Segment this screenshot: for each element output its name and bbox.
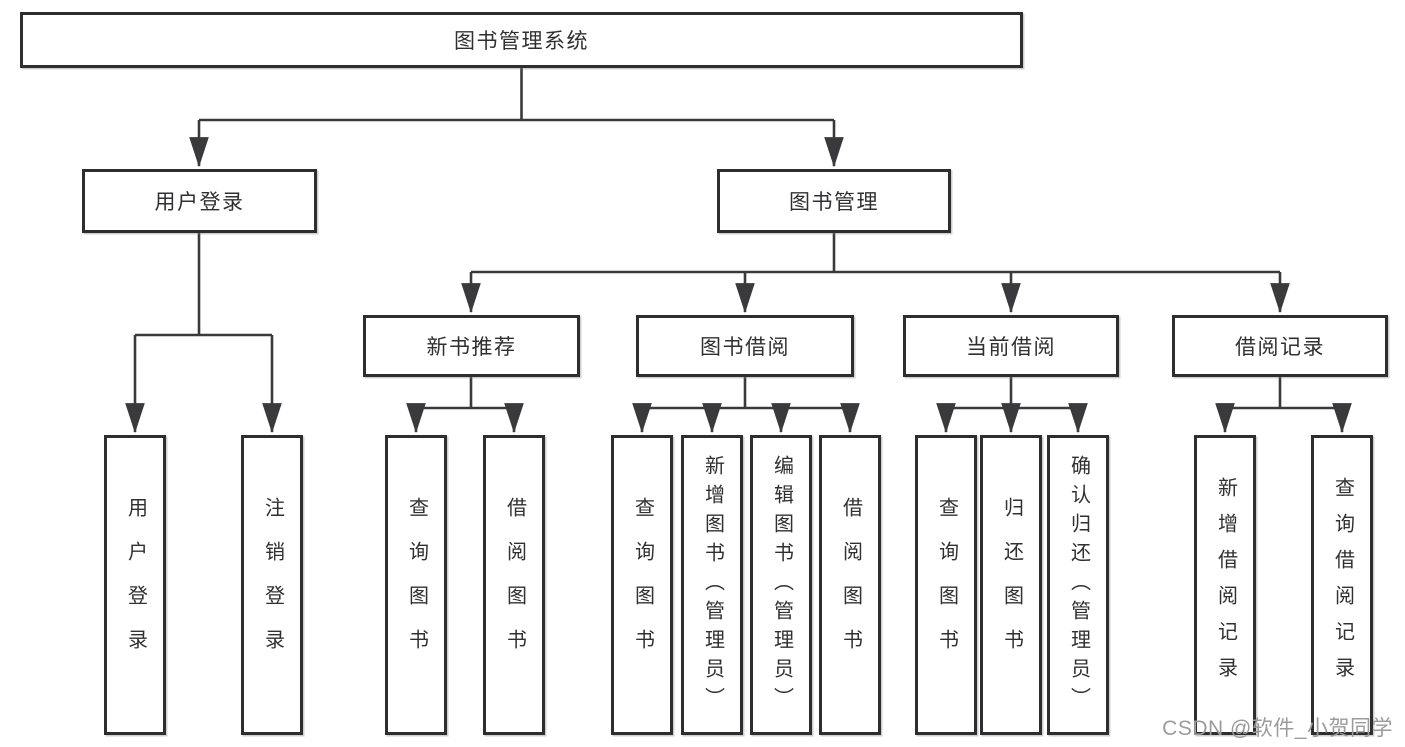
leaf-add-book-admin: 新增图书（管理员） — [681, 435, 743, 735]
leaf-label: 新增借阅记录 — [1214, 477, 1237, 693]
node-label: 借阅记录 — [1235, 336, 1325, 359]
leaf-borrow-book-recommend: 借阅图书 — [483, 435, 545, 735]
leaf-label: 确认归还（管理员） — [1067, 454, 1090, 716]
leaf-label: 新增图书（管理员） — [701, 454, 724, 716]
leaf-query-book-current: 查询图书 — [915, 435, 977, 735]
leaf-label: 编辑图书（管理员） — [770, 454, 793, 716]
node-new-book-recommend: 新书推荐 — [363, 315, 580, 377]
node-label: 用户登录 — [154, 191, 245, 214]
node-borrow-records: 借阅记录 — [1172, 315, 1388, 377]
leaf-label: 用户登录 — [124, 497, 147, 673]
node-book-management: 图书管理 — [717, 169, 951, 233]
leaf-query-book-borrow: 查询图书 — [611, 435, 673, 735]
leaf-label: 查询图书 — [631, 497, 654, 673]
node-label: 图书管理 — [789, 191, 879, 214]
leaf-label: 查询图书 — [405, 497, 428, 673]
leaf-user-login: 用户登录 — [104, 435, 166, 735]
leaf-label: 归还图书 — [1000, 497, 1023, 673]
csdn-watermark: CSDN @软件_小贺同学 — [1162, 717, 1393, 740]
leaf-query-book-recommend: 查询图书 — [385, 435, 447, 735]
node-library-management-system: 图书管理系统 — [20, 12, 1023, 68]
node-label: 新书推荐 — [426, 336, 517, 359]
leaf-return-book: 归还图书 — [980, 435, 1042, 735]
node-label: 图书管理系统 — [454, 30, 589, 53]
node-label: 当前借阅 — [966, 336, 1056, 359]
node-book-borrow: 图书借阅 — [636, 315, 854, 377]
leaf-add-borrow-record: 新增借阅记录 — [1194, 435, 1256, 735]
node-current-borrow: 当前借阅 — [903, 315, 1119, 377]
leaf-label: 注销登录 — [261, 497, 284, 673]
leaf-logout-login: 注销登录 — [241, 435, 303, 735]
leaf-query-borrow-record: 查询借阅记录 — [1311, 435, 1373, 735]
leaf-label: 查询图书 — [935, 497, 958, 673]
node-label: 图书借阅 — [700, 336, 790, 359]
leaf-label: 借阅图书 — [503, 497, 526, 673]
leaf-label: 借阅图书 — [839, 497, 862, 673]
leaf-confirm-return-admin: 确认归还（管理员） — [1047, 435, 1109, 735]
leaf-borrow-book: 借阅图书 — [819, 435, 881, 735]
leaf-edit-book-admin: 编辑图书（管理员） — [750, 435, 812, 735]
leaf-label: 查询借阅记录 — [1331, 477, 1354, 693]
node-user-login: 用户登录 — [82, 169, 317, 233]
